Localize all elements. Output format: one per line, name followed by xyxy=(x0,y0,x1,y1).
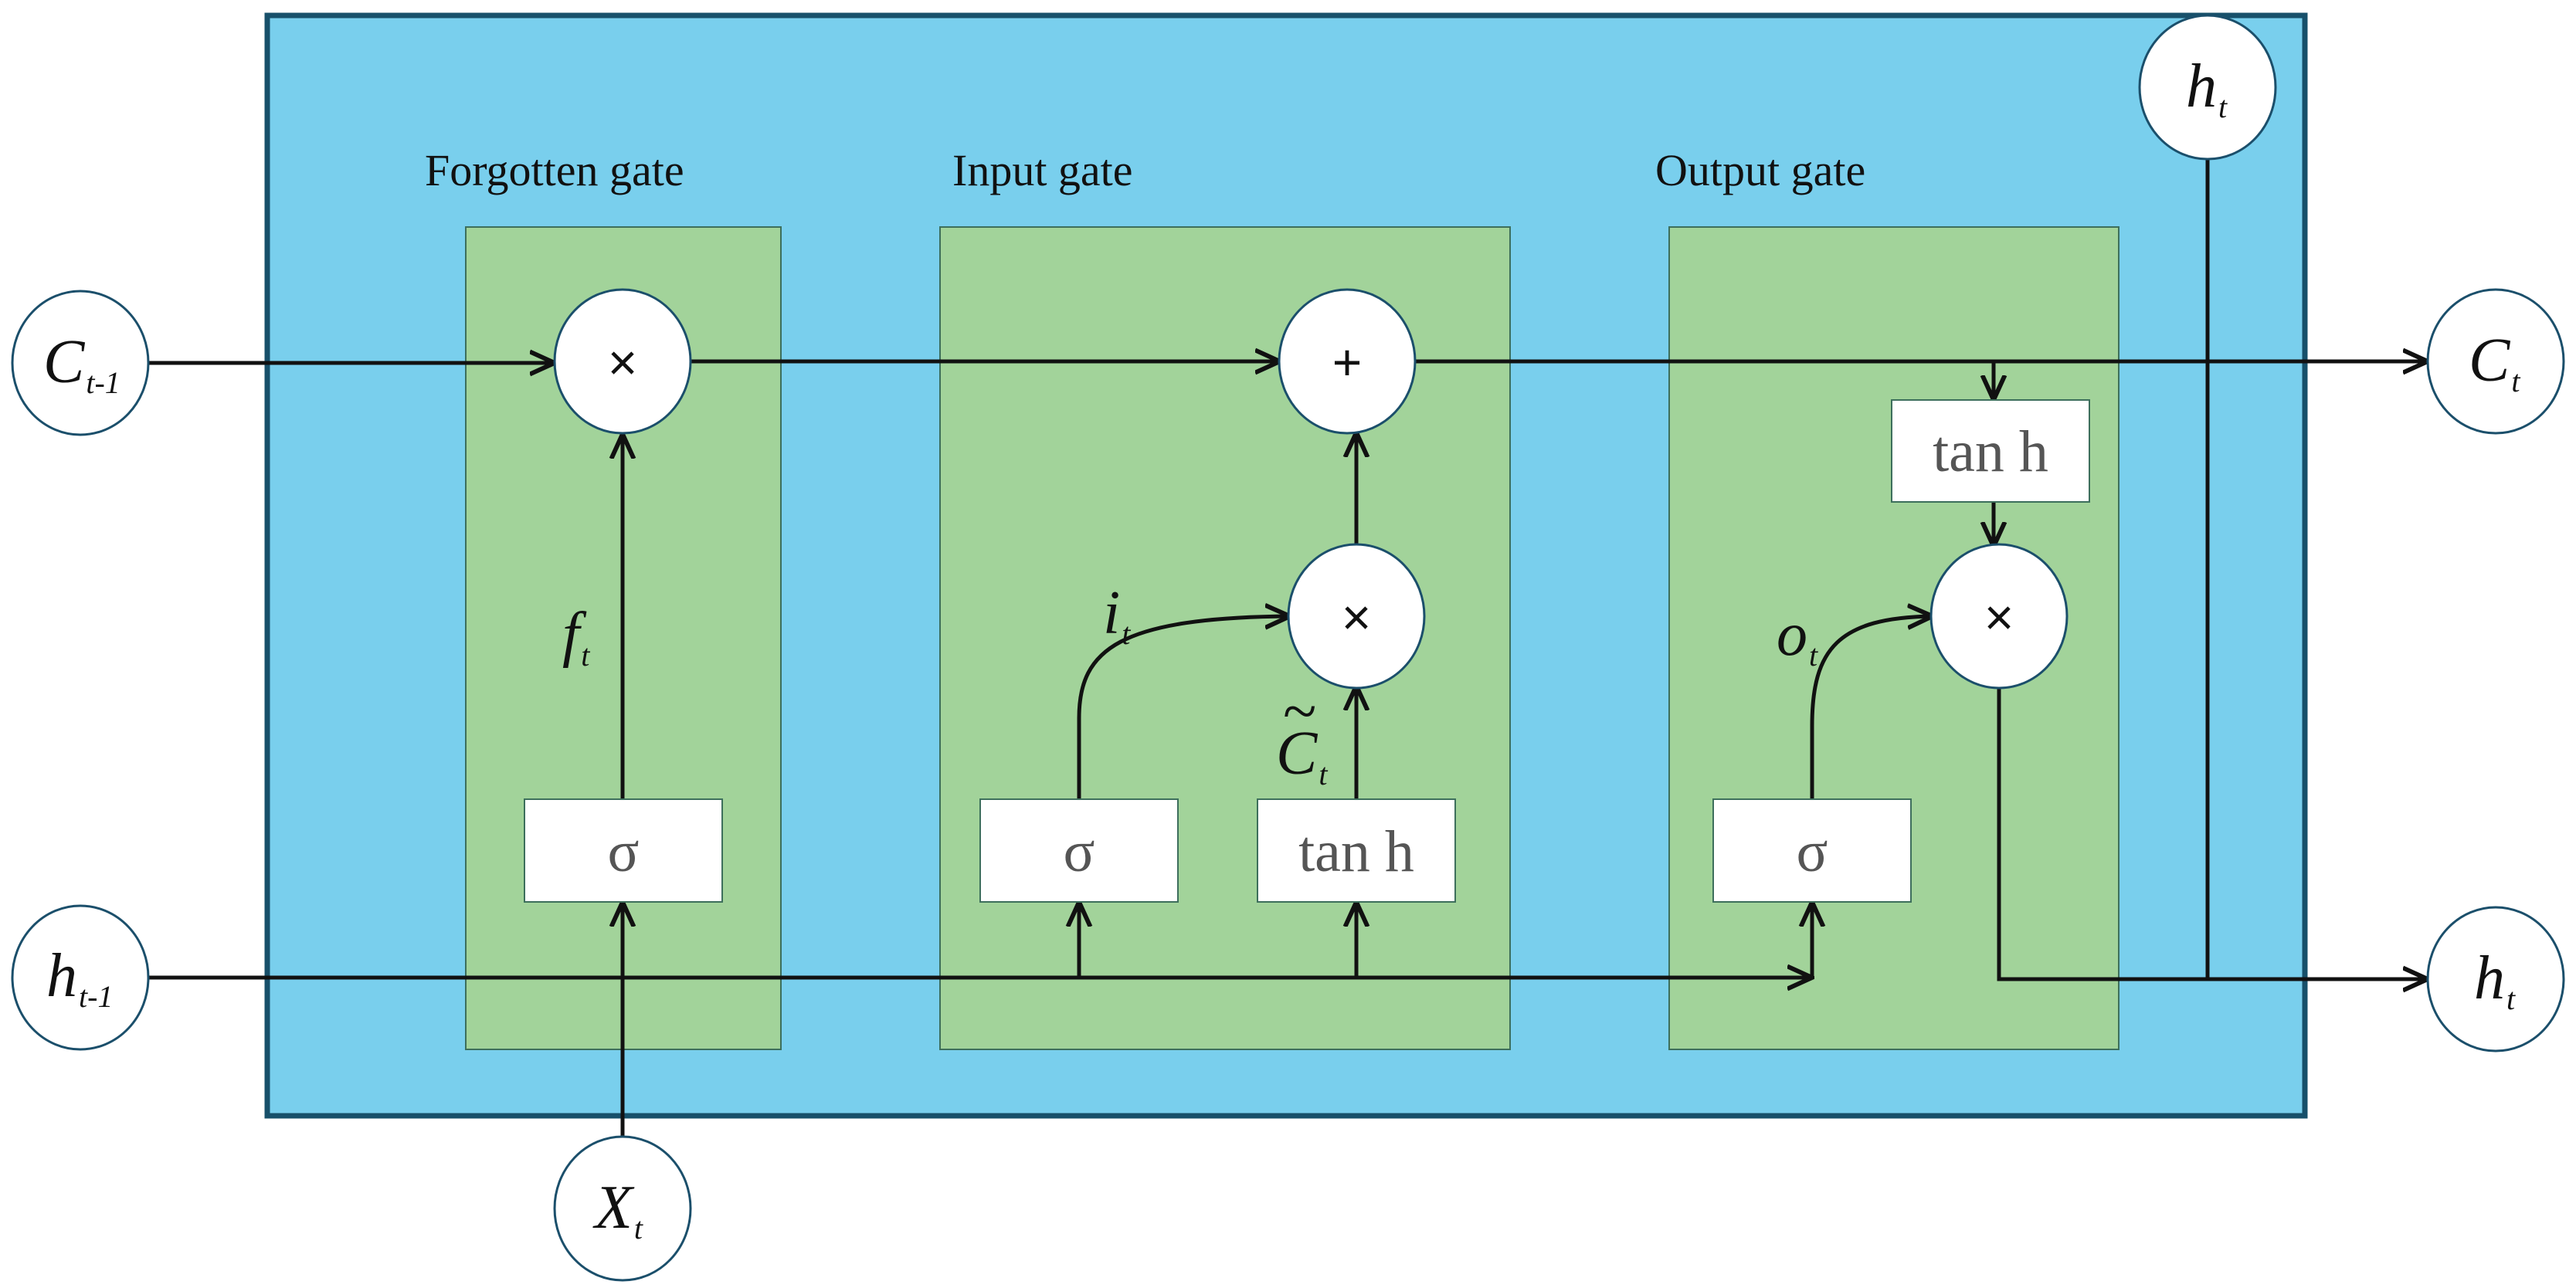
input-gate-region xyxy=(939,226,1511,1050)
arrow-it-to-input-multiply xyxy=(1077,616,1290,799)
output-tanh-label: tan h xyxy=(1933,419,2048,484)
ctilde-label: Ct xyxy=(1276,720,1328,791)
forget-multiply-symbol: × xyxy=(608,334,638,391)
connection-lines xyxy=(148,159,2428,1137)
add-symbol: + xyxy=(1332,334,1363,391)
input-tanh-label: tan h xyxy=(1298,819,1414,884)
input-multiply-symbol: × xyxy=(1342,588,1372,646)
h-prev-node xyxy=(11,904,150,1051)
output-multiply-symbol: × xyxy=(1984,588,2014,646)
arrow-ot-to-output-multiply xyxy=(1810,616,1933,799)
forget-sigma-box xyxy=(524,798,723,903)
output-tanh-box xyxy=(1891,399,2090,503)
h-next-label: ht xyxy=(2474,944,2516,1016)
c-prev-label: Ct-1 xyxy=(43,328,120,400)
x-input-label: Xt xyxy=(592,1174,643,1246)
arrow-output-multiply-to-hnext xyxy=(1997,686,2428,979)
output-sigma-label: σ xyxy=(1797,819,1828,884)
h-top-node xyxy=(2138,14,2277,161)
forget-sigma-label: σ xyxy=(608,819,640,884)
output-sigma-box xyxy=(1712,798,1912,903)
output-gate-title: Output gate xyxy=(1655,145,1865,195)
output-multiply-node xyxy=(1929,543,2069,690)
ctilde-accent: ~ xyxy=(1282,678,1315,746)
input-gate-title: Input gate xyxy=(952,145,1133,195)
it-label: it xyxy=(1103,579,1131,651)
c-prev-node xyxy=(11,290,150,436)
ot-label: ot xyxy=(1777,601,1818,673)
input-sigma-label: σ xyxy=(1064,819,1095,884)
add-node xyxy=(1278,288,1417,435)
h-top-label: ht xyxy=(2186,53,2228,124)
h-prev-label: ht-1 xyxy=(46,942,113,1014)
h-next-node xyxy=(2426,906,2565,1052)
c-next-label: Ct xyxy=(2469,327,2520,398)
forget-gate-title: Forgotten gate xyxy=(425,145,684,195)
x-input-node xyxy=(553,1135,692,1282)
c-next-node xyxy=(2426,288,2565,435)
input-sigma-box xyxy=(979,798,1179,903)
forget-multiply-node xyxy=(553,288,692,435)
input-tanh-box xyxy=(1257,798,1456,903)
input-multiply-node xyxy=(1287,543,1426,690)
